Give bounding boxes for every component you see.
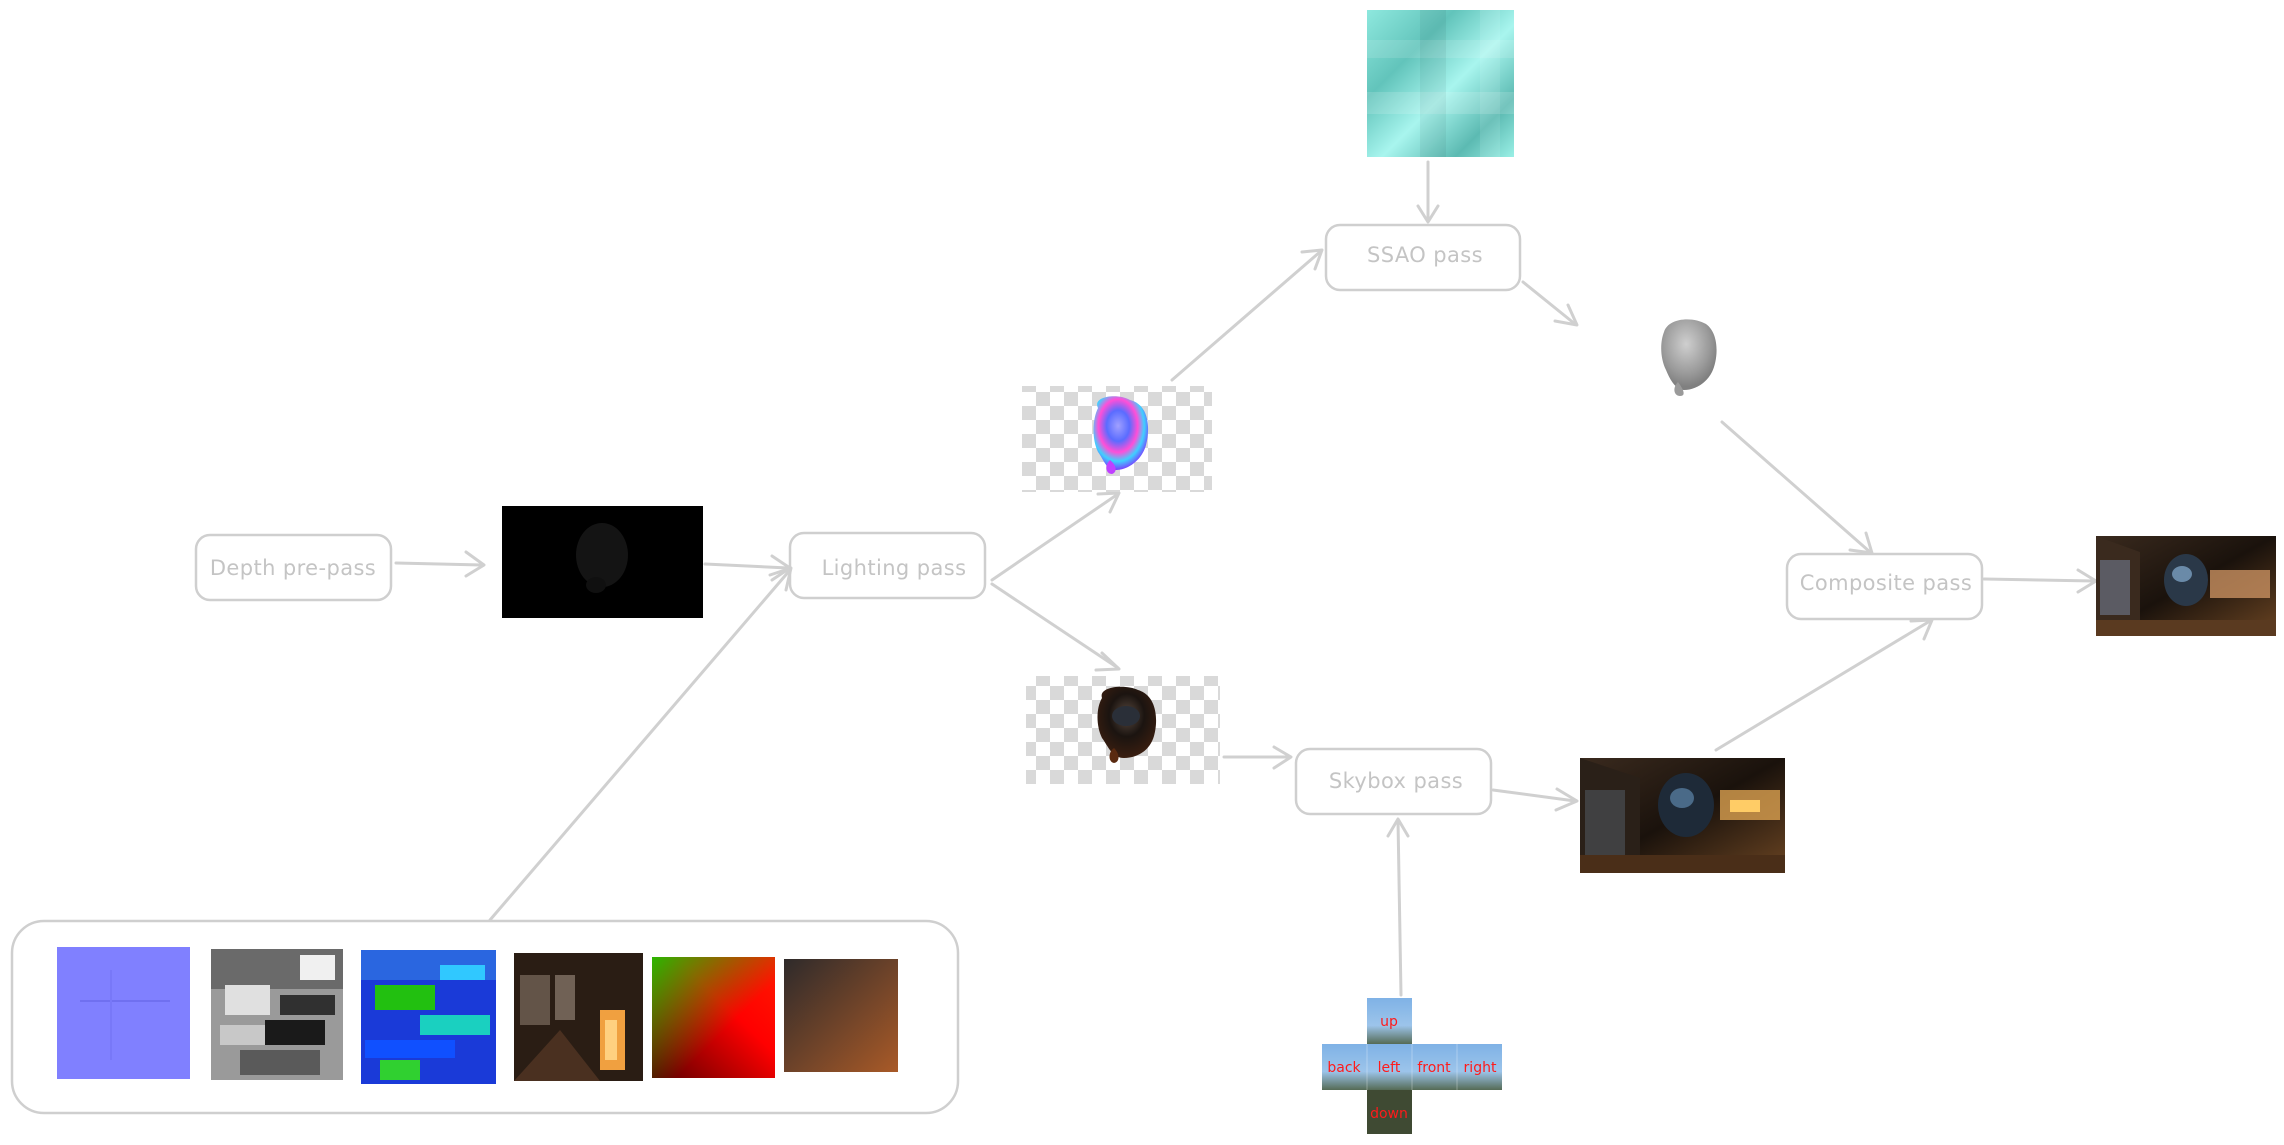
arrow-textures-to-lighting	[488, 568, 792, 922]
arrow-normals-to-ssao	[1170, 249, 1323, 382]
node-label-composite-pass: Composite pass	[1800, 571, 1972, 595]
arrow-ssao-to-result	[1521, 280, 1577, 326]
node-skybox-pass: Skybox pass	[1294, 747, 1493, 816]
brdf-lut-texture	[652, 957, 775, 1078]
arrow-buffer-to-lighting	[703, 562, 790, 570]
gradient-texture	[784, 959, 898, 1072]
arrow-depth-to-buffer	[394, 561, 484, 567]
cube-label-up: up	[1380, 1014, 1398, 1030]
ssao-result-image	[1661, 319, 1717, 396]
arrow-skybox-to-result	[1491, 788, 1577, 803]
normals-image	[1022, 386, 1212, 492]
skybox-cubemap: up back left front right down	[1322, 998, 1502, 1134]
node-label-lighting-pass: Lighting pass	[822, 556, 967, 580]
lit-helmet-image	[1026, 676, 1220, 784]
environment-texture	[514, 953, 643, 1081]
cube-label-front: front	[1417, 1060, 1451, 1076]
arrow-ssao-result-to-composite	[1720, 420, 1872, 554]
node-ssao-pass: SSAO pass	[1324, 223, 1522, 292]
node-label-ssao-pass: SSAO pass	[1367, 243, 1483, 267]
ssao-noise-texture	[1367, 10, 1514, 157]
albedo-texture	[211, 949, 343, 1080]
arrow-lighting-to-normals	[990, 492, 1120, 582]
final-composite-image	[2096, 536, 2276, 636]
normal-map-texture	[57, 947, 190, 1079]
metal-roughness-texture	[361, 950, 496, 1084]
input-textures-group	[10, 919, 960, 1115]
cube-label-right: right	[1464, 1060, 1497, 1076]
arrow-cubemap-to-skybox	[1396, 818, 1403, 997]
arrow-lighting-to-lit	[990, 582, 1120, 670]
node-label-skybox-pass: Skybox pass	[1329, 769, 1463, 793]
node-composite-pass: Composite pass	[1785, 552, 1984, 621]
node-lighting-pass: Lighting pass	[788, 531, 987, 600]
cube-label-down: down	[1370, 1106, 1408, 1122]
cube-label-back: back	[1327, 1060, 1361, 1076]
arrow-skybox-result-to-composite	[1714, 619, 1932, 752]
skybox-result-image	[1580, 758, 1785, 873]
depth-buffer-image	[502, 506, 703, 618]
cube-label-left: left	[1378, 1060, 1401, 1076]
node-label-depth-prepass: Depth pre-pass	[210, 556, 376, 580]
node-depth-prepass: Depth pre-pass	[194, 533, 393, 602]
arrows	[394, 160, 2098, 997]
arrow-composite-to-final	[1982, 577, 2096, 583]
